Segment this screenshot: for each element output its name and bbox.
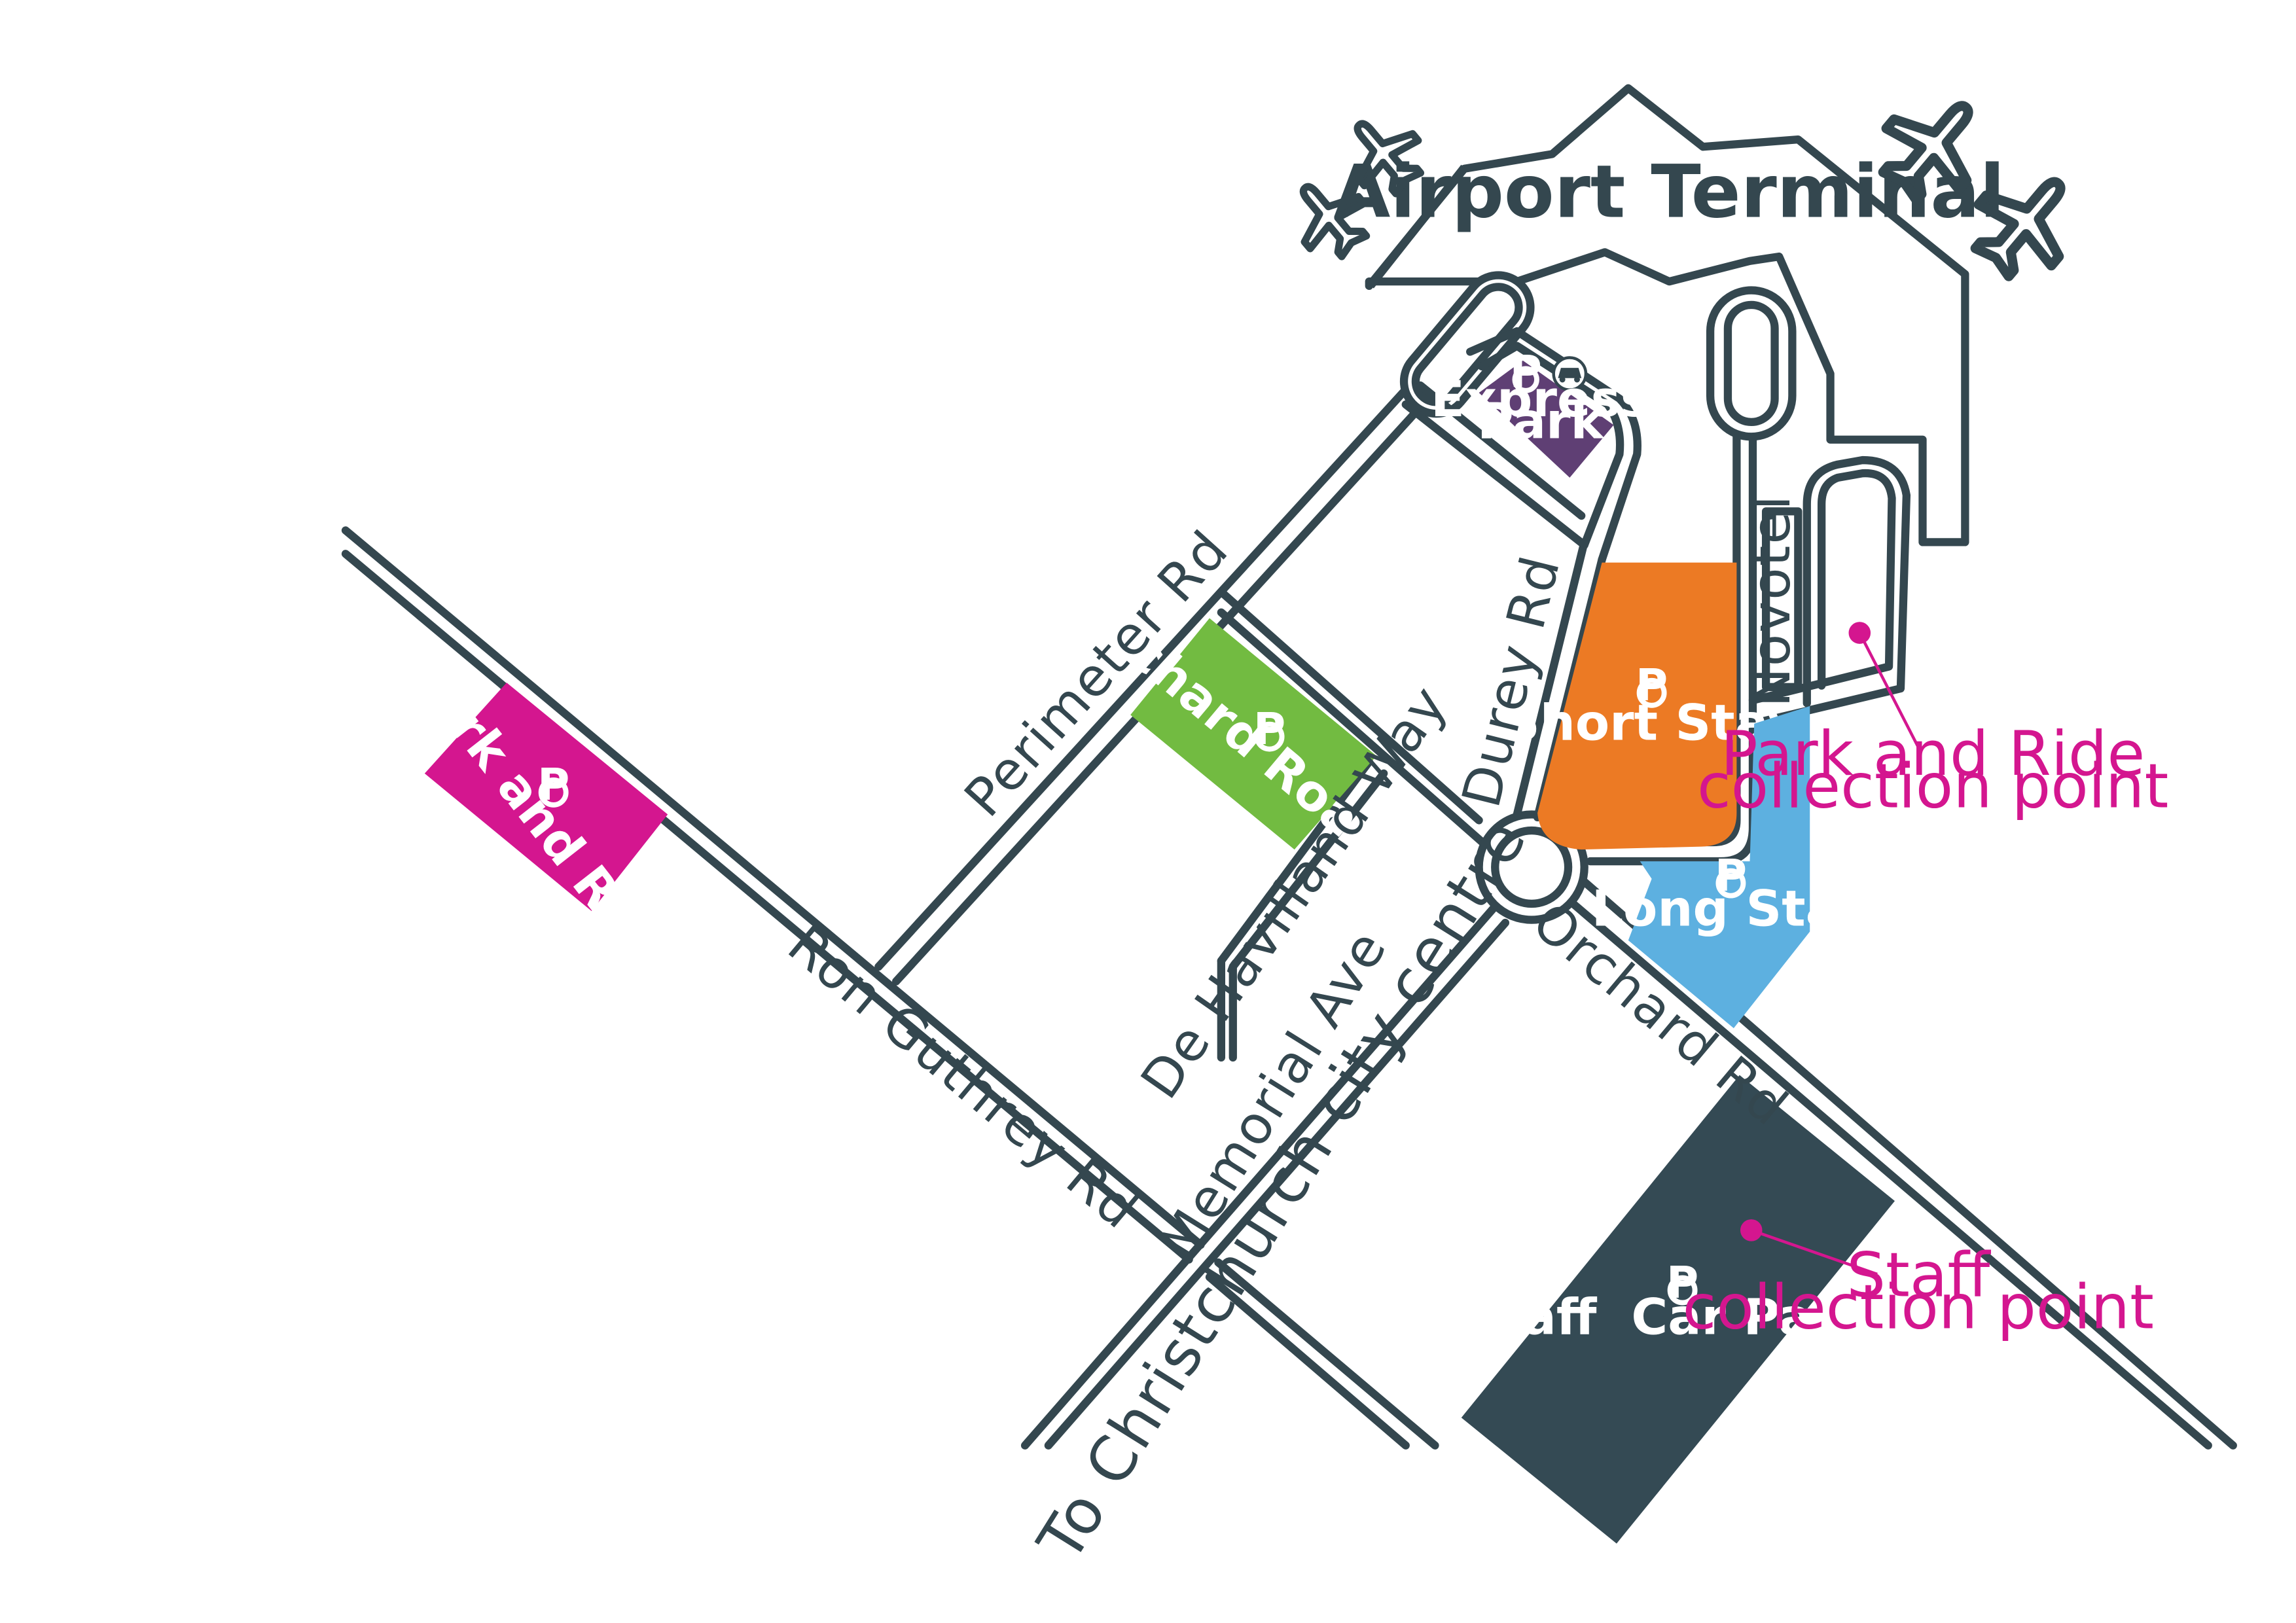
- staff-collection-point: Staff collection point: [1683, 1219, 2154, 1344]
- park-and-ride-collection-line2: collection point: [1697, 751, 2168, 822]
- svg-text:P: P: [1636, 660, 1668, 711]
- ss-area[interactable]: [1537, 562, 1737, 850]
- svg-text:P: P: [1510, 346, 1542, 397]
- svg-text:P: P: [1666, 1257, 1698, 1308]
- park-and-ride-collection-point: Park and Ride collection point: [1697, 622, 2168, 822]
- airplane-icon: [1299, 183, 1371, 260]
- parking-icon: P: [537, 759, 569, 810]
- parking-icon: P: [1253, 704, 1285, 755]
- parking-icon: P: [1510, 346, 1542, 397]
- short-stay-lot[interactable]: P Short Stay: [1504, 562, 1799, 850]
- svg-text:P: P: [1715, 850, 1747, 901]
- svg-text:P: P: [1253, 704, 1285, 755]
- car-valet-icon: [1552, 356, 1588, 391]
- terminal-building: Airport Terminal: [1334, 84, 2005, 546]
- ep-area[interactable]: [1479, 360, 1614, 478]
- express-park-label-line2: Park: [1477, 392, 1605, 450]
- svg-text:P: P: [537, 759, 569, 810]
- or-area[interactable]: [1130, 618, 1377, 850]
- ls-area[interactable]: [1628, 705, 1810, 1029]
- long-stay-lot[interactable]: P Long Stay: [1592, 705, 1870, 1029]
- express-park-label-line1: Express: [1431, 370, 1650, 428]
- staff-collection-line1: Staff: [1846, 1240, 1991, 1311]
- staff-car-park-label: Staff Car Park: [1463, 1288, 1871, 1346]
- park-and-ride-collection-line1: Park and Ride: [1721, 719, 2145, 790]
- novotel-label: Novotel: [1740, 494, 1802, 707]
- pr-area[interactable]: [424, 683, 668, 912]
- short-stay-label: Short Stay: [1504, 693, 1799, 751]
- ron-guthrey-rd-label: Ron Guthrey Rd: [777, 914, 1151, 1241]
- airplane-icon: [1878, 101, 1973, 205]
- sc-area[interactable]: [1461, 1075, 1895, 1544]
- parking-icon: P: [1666, 1257, 1698, 1308]
- staff-car-park-lot[interactable]: P Staff Car Park: [1461, 1075, 1895, 1544]
- airplane-icon: [1970, 177, 2066, 281]
- long-stay-label: Long Stay: [1592, 880, 1870, 938]
- express-park-lot[interactable]: P Express Park: [1431, 346, 1650, 478]
- parking-icon: P: [1715, 850, 1747, 901]
- parking-icon: P: [1636, 660, 1668, 711]
- airplane-icon: [1354, 120, 1425, 198]
- staff-collection-line2: collection point: [1683, 1272, 2154, 1344]
